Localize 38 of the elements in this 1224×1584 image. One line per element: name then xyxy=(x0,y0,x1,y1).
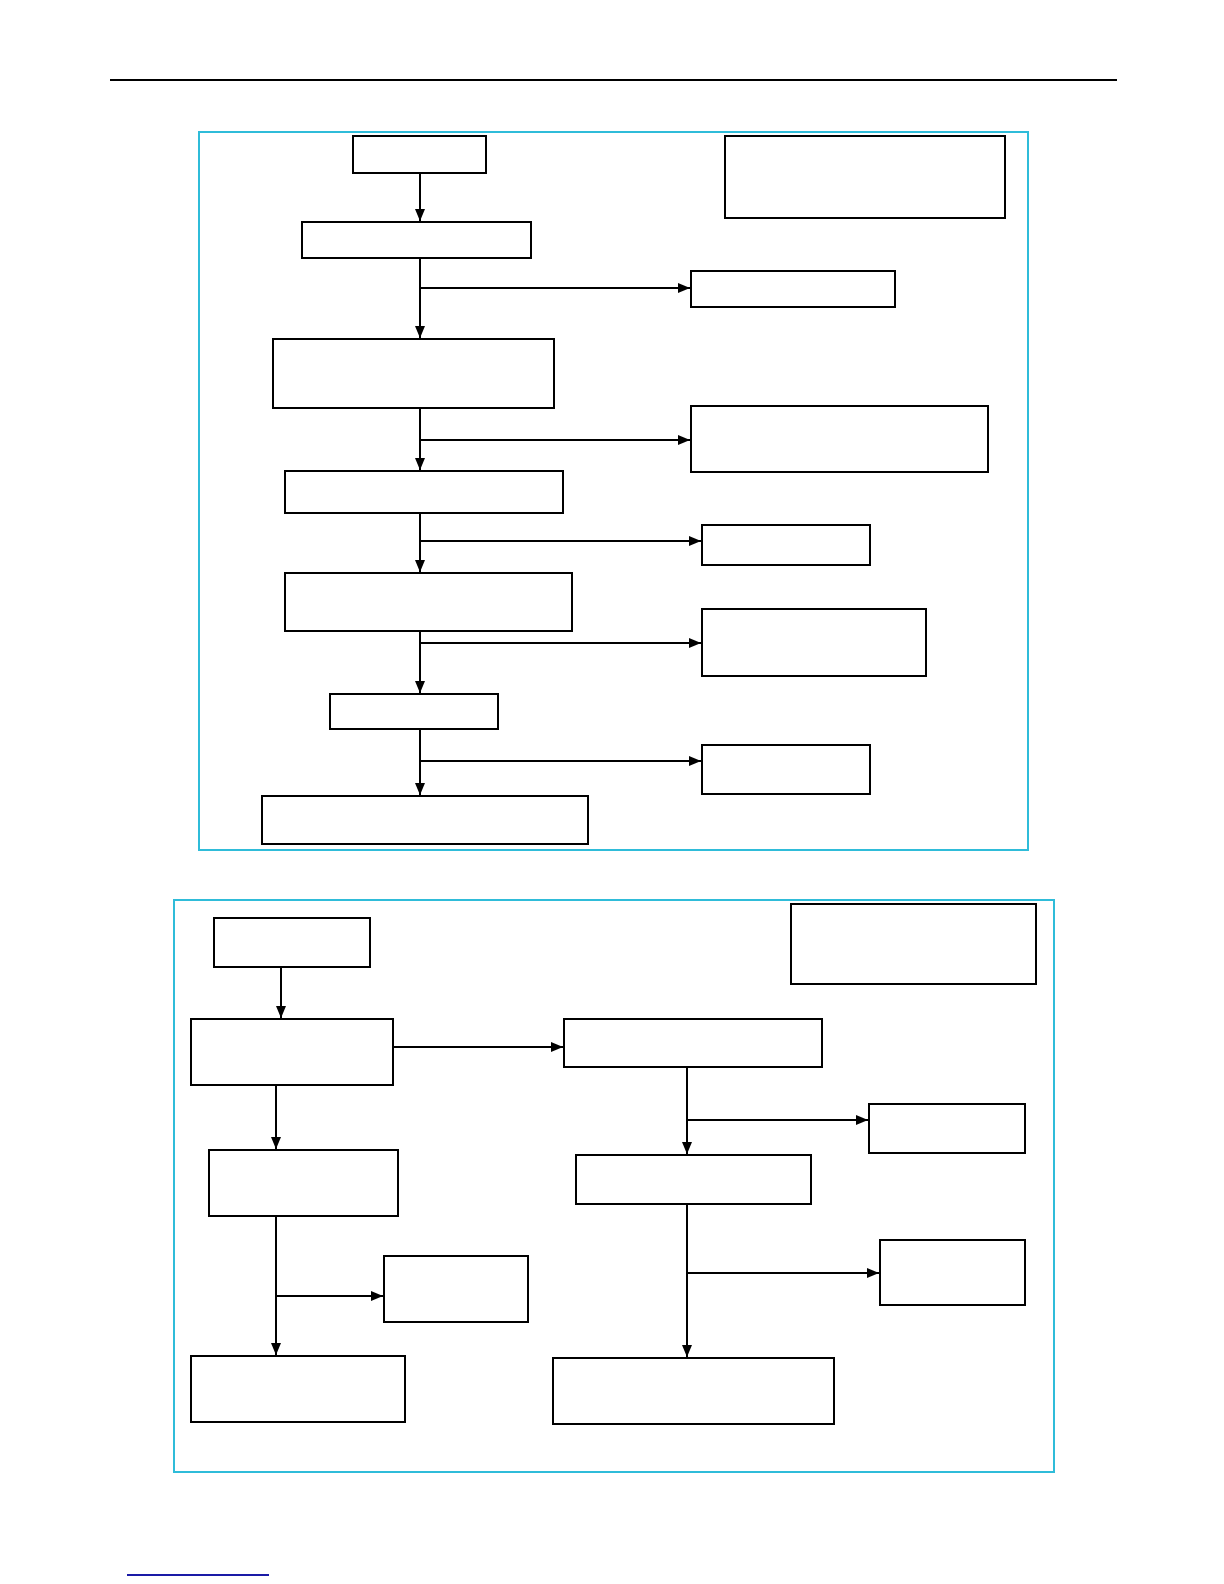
process-box xyxy=(208,1149,399,1217)
process-box xyxy=(272,338,555,409)
arrow xyxy=(419,729,702,766)
process-box xyxy=(701,524,871,566)
process-box xyxy=(701,608,927,677)
arrow xyxy=(415,173,425,222)
process-box xyxy=(690,405,989,473)
process-box xyxy=(213,917,371,968)
process-box xyxy=(575,1154,812,1205)
process-box xyxy=(701,744,871,795)
group-frame xyxy=(198,131,1029,851)
process-box xyxy=(261,795,589,845)
group-frame xyxy=(173,899,1055,1473)
note-box xyxy=(724,135,1006,219)
process-box xyxy=(383,1255,529,1323)
arrow xyxy=(271,1085,281,1150)
arrow xyxy=(276,967,286,1019)
process-box xyxy=(352,135,487,174)
arrow xyxy=(419,631,702,648)
process-box xyxy=(552,1357,835,1425)
process-box xyxy=(190,1355,406,1423)
process-box xyxy=(879,1239,1026,1306)
arrow xyxy=(686,1067,869,1125)
process-box xyxy=(329,693,499,730)
arrow xyxy=(393,1042,564,1052)
arrow xyxy=(419,408,691,445)
arrow xyxy=(419,258,691,293)
arrow xyxy=(419,513,702,546)
note-box xyxy=(790,903,1037,985)
process-box xyxy=(563,1018,823,1068)
process-box xyxy=(284,572,573,632)
arrow xyxy=(275,1216,384,1301)
process-box xyxy=(690,270,896,308)
process-box xyxy=(284,470,564,514)
process-box xyxy=(190,1018,394,1086)
process-box xyxy=(868,1103,1026,1154)
process-box xyxy=(301,221,532,259)
arrow xyxy=(686,1204,880,1278)
